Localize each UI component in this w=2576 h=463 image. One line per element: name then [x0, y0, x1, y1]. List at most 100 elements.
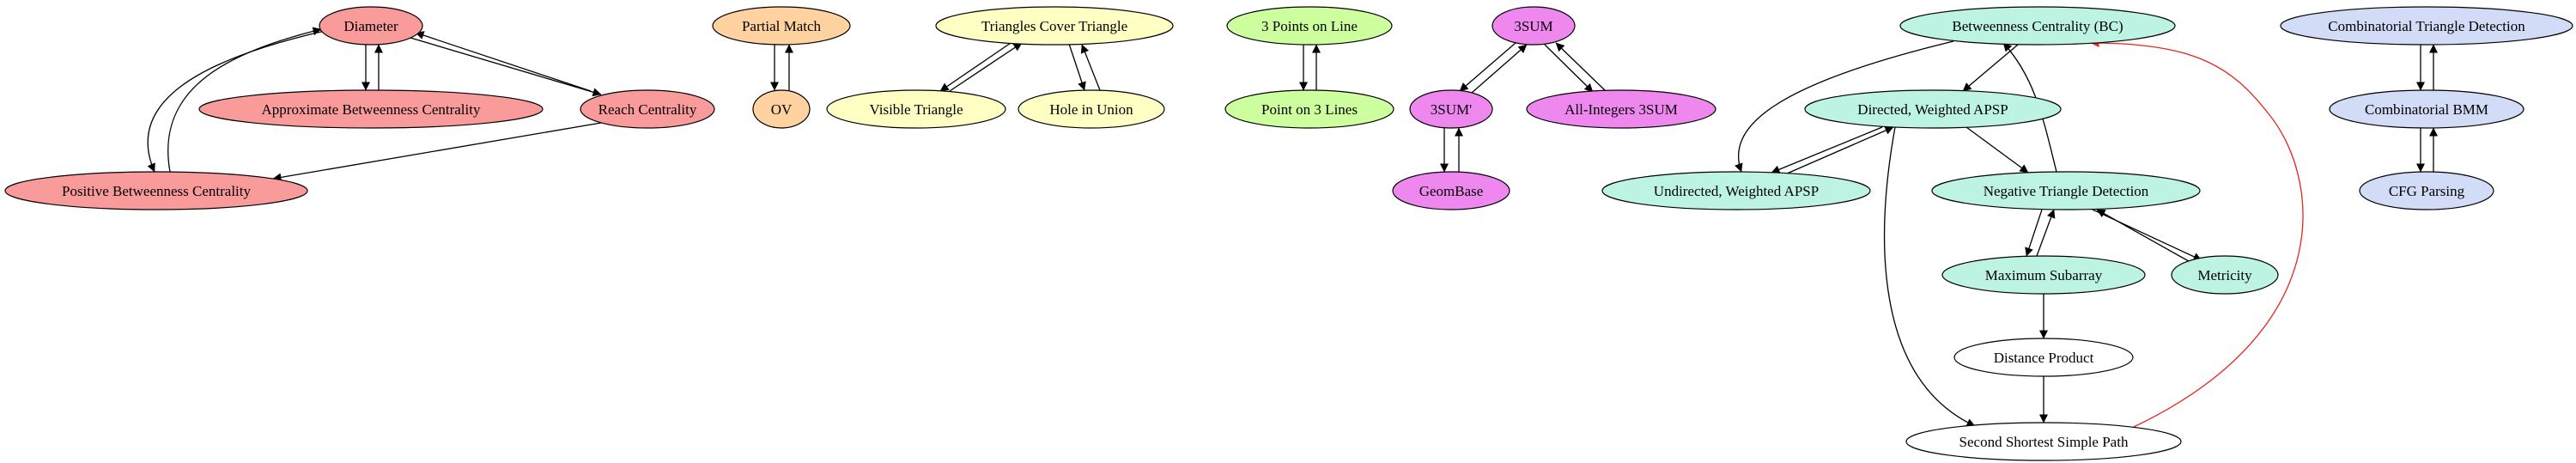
node-label: Undirected, Weighted APSP — [1654, 183, 1819, 199]
node-shape — [1899, 6, 2176, 46]
edge-threesum-to-all-int-3sum — [1544, 44, 1594, 93]
edge-line — [1080, 44, 1101, 91]
edge-pos-bc-to-diameter — [167, 27, 322, 173]
node-shape — [1409, 89, 1493, 129]
edge-metricity-to-neg-tri — [2096, 209, 2196, 265]
edge-line — [2090, 39, 2304, 428]
node-label: Approximate Betweenness Centrality — [262, 101, 481, 118]
node-shape — [712, 6, 851, 46]
edge-visible-tri-to-tri-cover — [949, 42, 1023, 92]
node-shape — [1804, 89, 2062, 129]
edge-line — [147, 30, 325, 173]
node-label: Diameter — [343, 18, 398, 34]
node-label: Visible Triangle — [869, 101, 963, 118]
node-label: 3 Points on Line — [1261, 18, 1358, 34]
edge-line — [1544, 44, 1594, 93]
node-hole-union: Hole in Union — [1018, 89, 1165, 129]
edge-layer — [147, 27, 2438, 428]
node-shape — [1018, 89, 1165, 129]
edge-threesum-prime-to-threesum — [1471, 44, 1528, 94]
edge-bc-to-undir-apsp — [1735, 40, 1954, 173]
node-shape — [1492, 6, 1576, 46]
edge-dir-apsp-to-undir-apsp — [1771, 126, 1883, 174]
edge-line — [2025, 209, 2043, 257]
node-shape — [1905, 422, 2182, 461]
node-shape — [826, 89, 1006, 129]
node-point-three-lines: Point on 3 Lines — [1224, 89, 1394, 129]
node-label: Point on 3 Lines — [1261, 101, 1358, 118]
node-dir-apsp: Directed, Weighted APSP — [1804, 89, 2062, 129]
edge-tri-cover-to-visible-tri — [939, 40, 1014, 92]
edge-neg-tri-to-metricity — [2090, 208, 2202, 261]
node-shape — [1953, 338, 2134, 377]
edge-line — [949, 42, 1023, 92]
edge-line — [1555, 42, 1607, 92]
edge-line — [1965, 126, 2029, 174]
node-shape — [2359, 171, 2494, 210]
edge-threesum-to-threesum-prime — [1459, 42, 1516, 92]
node-bc: Betweenness Centrality (BC) — [1899, 6, 2176, 46]
edge-line — [1771, 126, 1883, 174]
node-label: GeomBase — [1419, 183, 1484, 199]
node-label: 3SUM — [1514, 18, 1552, 34]
edge-bc-to-dir-apsp — [1962, 44, 2019, 92]
edge-line — [2036, 209, 2056, 257]
edge-max-subarray-to-neg-tri — [2036, 209, 2056, 257]
node-label: Negative Triangle Detection — [1984, 183, 2149, 199]
node-label: Reach Centrality — [598, 101, 697, 118]
edge-line — [410, 37, 602, 97]
edge-line — [1962, 44, 2019, 92]
edge-line — [1459, 42, 1516, 92]
node-diameter: Diameter — [319, 6, 423, 46]
node-shape — [1392, 171, 1510, 210]
node-label: Distance Product — [1994, 350, 2094, 366]
node-dist-product: Distance Product — [1953, 338, 2134, 377]
edge-line — [1735, 40, 1954, 173]
node-label: Hole in Union — [1049, 101, 1133, 118]
node-visible-tri: Visible Triangle — [826, 89, 1006, 129]
node-shape — [2329, 89, 2524, 129]
node-comb-bmm: Combinatorial BMM — [2329, 89, 2524, 129]
node-partial-match: Partial Match — [712, 6, 851, 46]
node-label: Triangles Cover Triangle — [981, 18, 1127, 34]
node-undir-apsp: Undirected, Weighted APSP — [1601, 171, 1871, 210]
edge-all-int-3sum-to-threesum — [1555, 42, 1607, 92]
node-metricity: Metricity — [2171, 255, 2279, 295]
edge-line — [1778, 126, 1894, 178]
node-max-subarray: Maximum Subarray — [1941, 255, 2146, 295]
node-label: Maximum Subarray — [1985, 267, 2103, 283]
node-shape — [2280, 6, 2573, 46]
edge-hole-union-to-tri-cover — [1080, 44, 1101, 91]
edge-second-ssp-to-bc — [2090, 39, 2304, 428]
edge-neg-tri-to-max-subarray — [2025, 209, 2043, 257]
edge-diameter-to-reach — [410, 37, 602, 97]
node-shape — [1224, 89, 1394, 129]
node-label: Positive Betweenness Centrality — [62, 183, 252, 199]
edge-reach-to-pos-bc — [272, 122, 602, 182]
node-pos-bc: Positive Betweenness Centrality — [4, 171, 308, 210]
node-shape — [1931, 171, 2201, 210]
edge-line — [167, 27, 322, 173]
node-shape — [752, 89, 811, 129]
edge-dir-apsp-to-second-ssp — [1884, 126, 1976, 427]
edge-line — [1884, 126, 1976, 427]
node-tri-cover: Triangles Cover Triangle — [935, 6, 1174, 46]
node-label: OV — [771, 101, 793, 118]
node-label: 3SUM' — [1431, 101, 1472, 118]
edge-tri-cover-to-hole-union — [1068, 43, 1086, 91]
node-label: Combinatorial Triangle Detection — [2328, 18, 2525, 34]
node-shape — [4, 171, 308, 210]
node-shape — [1601, 171, 1871, 210]
node-cfg: CFG Parsing — [2359, 171, 2494, 210]
node-label: Betweenness Centrality (BC) — [1952, 18, 2123, 34]
edge-line — [272, 122, 602, 182]
edge-reach-to-diameter — [415, 31, 592, 92]
node-label: Partial Match — [742, 18, 822, 34]
edge-line — [2096, 209, 2196, 265]
node-approx-bc: Approximate Betweenness Centrality — [198, 89, 544, 129]
node-shape — [1941, 255, 2146, 295]
edge-line — [415, 31, 592, 92]
node-second-ssp: Second Shortest Simple Path — [1905, 422, 2182, 461]
